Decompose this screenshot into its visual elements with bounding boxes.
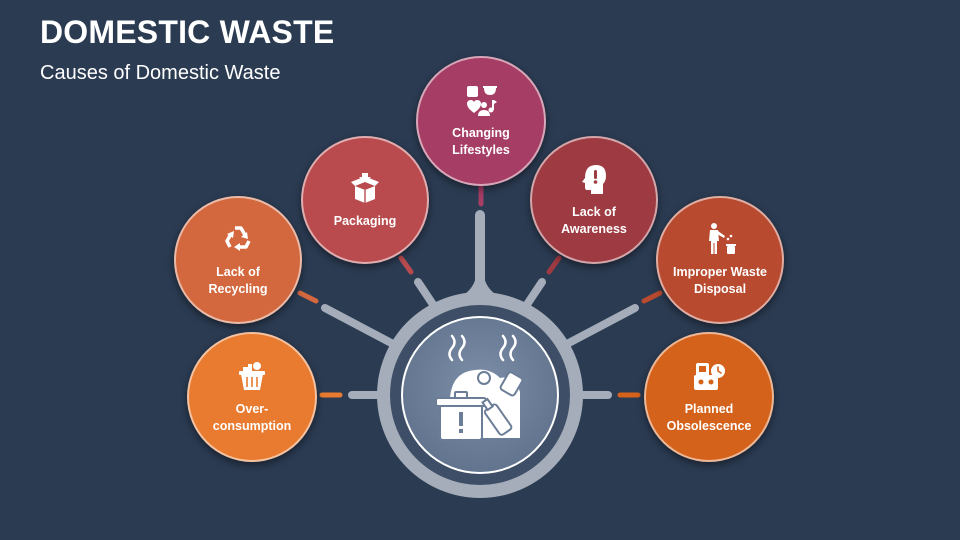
page-subtitle: Causes of Domestic Waste: [40, 62, 281, 84]
waste-pile-icon: [435, 334, 524, 441]
node-lack-of-awareness: Lack of Awareness: [530, 136, 658, 264]
node-label: Lack of Recycling: [208, 265, 268, 296]
node-label: Packaging: [333, 213, 397, 228]
node-links: [297, 183, 663, 398]
head-exclamation-icon: [582, 165, 606, 194]
node-over-consumption: Over- consumption: [187, 332, 317, 462]
node-packaging: Packaging: [301, 136, 429, 264]
node-changing-lifestyles: Changing Lifestyles: [416, 56, 546, 186]
recycle-icon: [225, 226, 251, 251]
node-label: Changing Lifestyles: [452, 126, 510, 157]
page-title: DOMESTIC WASTE: [40, 14, 335, 50]
node-label: Lack of Awareness: [561, 205, 627, 236]
package-box-icon: [351, 172, 379, 203]
shopping-basket-icon: [239, 362, 265, 390]
node-label: Over- consumption: [212, 402, 292, 433]
lifestyle-icon: [467, 86, 497, 116]
person-littering-icon: [709, 223, 736, 254]
node-label: Planned Obsolescence: [666, 402, 752, 433]
node-label: Improper Waste Disposal: [672, 265, 767, 296]
node-lack-of-recycling: Lack of Recycling: [174, 196, 302, 324]
device-clock-icon: [694, 363, 725, 390]
node-planned-obsolescence: Planned Obsolescence: [644, 332, 774, 462]
node-improper-waste-disposal: Improper Waste Disposal: [656, 196, 784, 324]
